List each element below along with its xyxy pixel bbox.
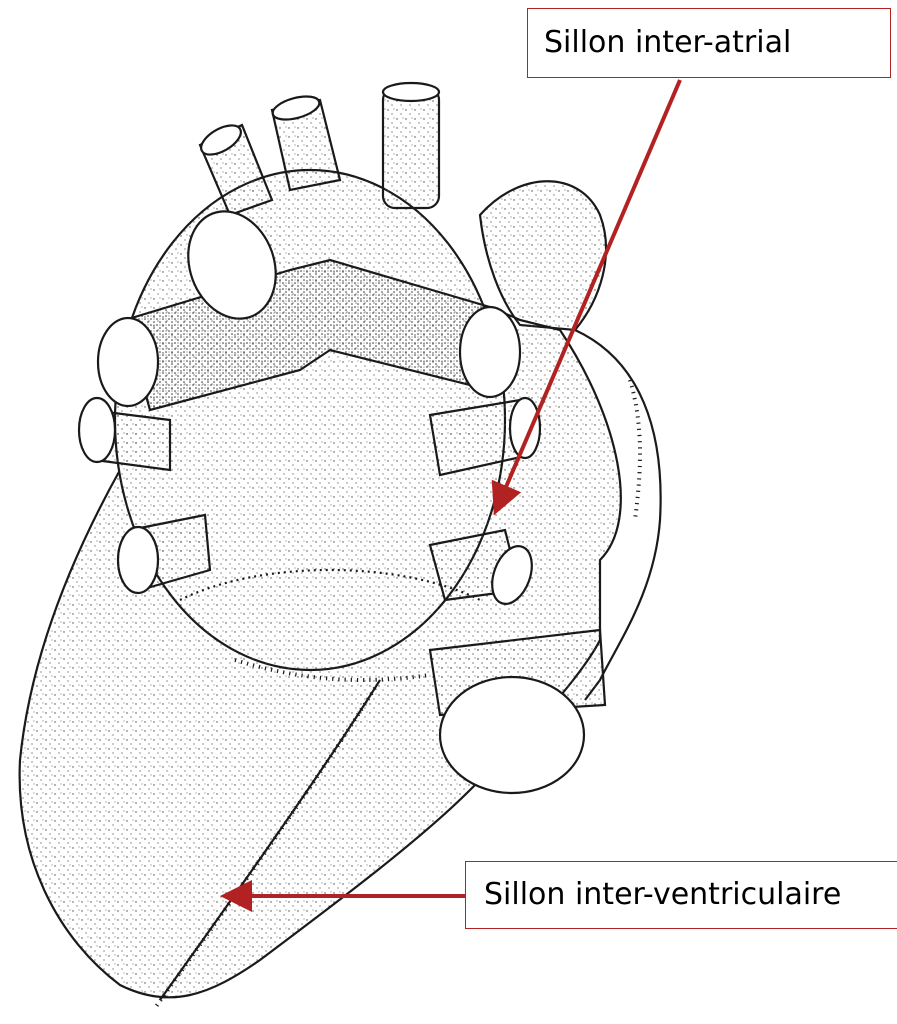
vessel-top-right-opening [383,83,439,101]
right-hatch [630,380,640,520]
vein-left-upper-opening [79,398,115,462]
vena-cava-opening [440,677,584,793]
label-sillon-inter-ventriculaire: Sillon inter-ventriculaire [465,861,897,929]
label-sillon-inter-atrial: Sillon inter-atrial [527,8,891,78]
pulmonary-opening-right [460,307,520,397]
vein-right-upper-opening [510,398,540,458]
vein-left-lower-opening [118,527,158,593]
label-sillon-inter-atrial-text: Sillon inter-atrial [544,28,791,58]
pulmonary-opening-left [98,318,158,406]
vessel-top-right [383,88,439,208]
label-sillon-inter-ventriculaire-text: Sillon inter-ventriculaire [484,880,841,910]
